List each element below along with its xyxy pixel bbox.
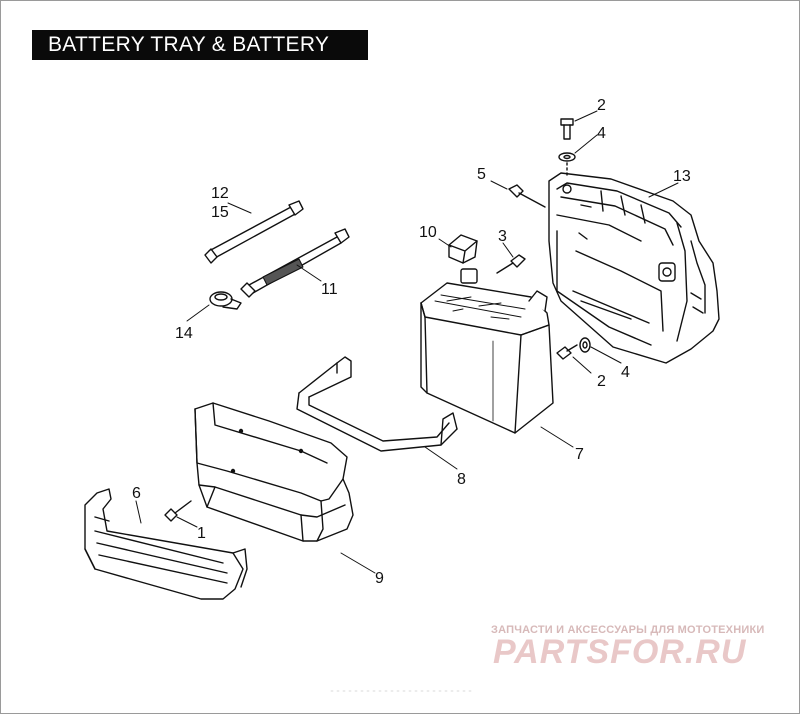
part-14-terminal-boot xyxy=(209,291,242,310)
part-1-screw xyxy=(164,500,192,522)
part-10-terminal-cover xyxy=(448,234,478,264)
callout-1: 1 xyxy=(197,525,206,542)
part-9-lower-cover xyxy=(194,402,354,542)
callout-14: 14 xyxy=(175,325,193,342)
callout-12: 12 xyxy=(211,185,229,202)
page-title: BATTERY TRAY & BATTERY xyxy=(32,30,368,60)
callout-5: 5 xyxy=(477,166,486,183)
part-3-screw xyxy=(496,254,526,274)
callout-9: 9 xyxy=(375,570,384,587)
watermark-logo: PARTSFOR.RU xyxy=(493,633,747,671)
leader-lines xyxy=(135,110,679,574)
callout-4-right: 4 xyxy=(621,364,630,381)
part-8-hold-down-strap xyxy=(296,356,458,452)
part-2-screw-top xyxy=(560,118,574,140)
callout-4-top: 4 xyxy=(597,125,606,142)
part-11-battery-cable xyxy=(240,228,350,298)
callout-13: 13 xyxy=(673,168,691,185)
callout-3: 3 xyxy=(498,228,507,245)
part-12-15-ground-strap xyxy=(204,200,304,264)
part-13-battery-tray xyxy=(548,172,720,364)
callout-11: 11 xyxy=(321,281,338,298)
part-2-screw-right xyxy=(556,344,578,360)
part-4-washer-right xyxy=(579,337,591,353)
part-7-battery xyxy=(420,268,554,434)
part-4-washer-top xyxy=(558,152,576,178)
callout-2-top: 2 xyxy=(597,97,606,114)
callout-15: 15 xyxy=(211,204,229,221)
watermark-caption: ЗАПЧАСТИ И АКСЕССУАРЫ ДЛЯ МОТОТЕХНИКИ xyxy=(491,624,765,636)
part-6-trim-panel xyxy=(84,488,248,600)
callout-2-right: 2 xyxy=(597,373,606,390)
part-5-bolt xyxy=(508,184,546,208)
callout-7: 7 xyxy=(575,446,584,463)
callout-8: 8 xyxy=(457,471,466,488)
callout-6: 6 xyxy=(132,485,141,502)
callout-10: 10 xyxy=(419,224,437,241)
